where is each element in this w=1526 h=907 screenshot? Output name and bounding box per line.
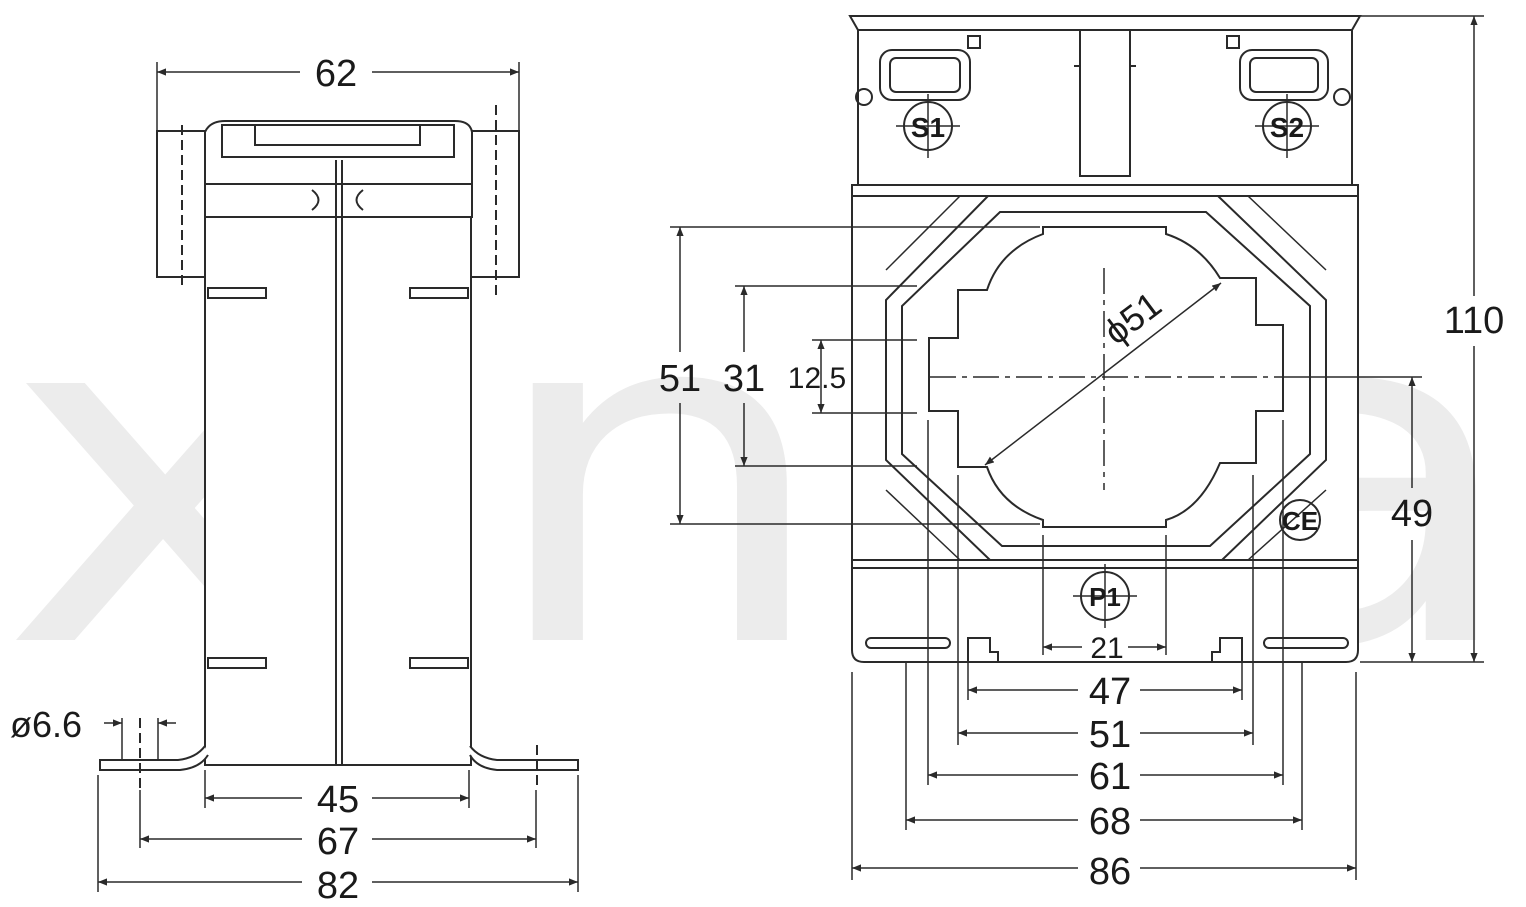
bottom-notch-right — [1211, 637, 1243, 662]
s1-terminal-window — [879, 49, 971, 101]
terminal-label-s1: S1 — [911, 112, 945, 143]
top-cap-recess — [254, 124, 421, 146]
front-view — [670, 15, 1484, 880]
s2-terminal-window — [1239, 49, 1329, 101]
dim-line-dia51 — [984, 282, 1222, 466]
side-view — [97, 62, 579, 892]
upper-band-notch-right — [355, 189, 364, 211]
dim-label-height-to-center: 49 — [1391, 493, 1433, 535]
upper-band — [204, 183, 473, 218]
center-latch — [1079, 29, 1131, 177]
dim-label-top-width: 62 — [315, 53, 357, 95]
dim-label-window-outer: 51 — [659, 358, 701, 400]
side-slot — [409, 657, 469, 669]
terminal-label-s2: S2 — [1270, 112, 1304, 143]
left-foot — [99, 745, 209, 771]
dim-label-overall-height: 110 — [1444, 300, 1505, 342]
ce-mark-circle — [1279, 499, 1321, 541]
dim-label-hole-dia: ø6.6 — [10, 704, 82, 745]
mount-slot-left — [865, 637, 951, 649]
mount-slot-right — [1263, 637, 1349, 649]
s2-small-square — [1226, 35, 1240, 49]
side-slot — [207, 287, 267, 299]
top-cap — [204, 120, 473, 185]
s1-screw — [855, 88, 873, 106]
terminal-label-p1: P1 — [1089, 582, 1121, 612]
s1-small-square — [967, 35, 981, 49]
side-slot — [409, 287, 469, 299]
dim-label-hole-spacing: 67 — [317, 821, 359, 863]
s2-screw — [1333, 88, 1351, 106]
ce-mark: CE — [1282, 506, 1318, 536]
dim-label-overall-width: 82 — [317, 865, 359, 907]
window-frame-inner — [901, 211, 1311, 547]
dim-label-overall-width-front: 86 — [1089, 851, 1131, 893]
dim-label-window-mid: 31 — [723, 358, 765, 400]
side-body — [204, 216, 472, 766]
dim-label-slot-51: 51 — [1089, 714, 1131, 756]
dim-label-slot-47: 47 — [1089, 671, 1131, 713]
dim-label-body-width: 45 — [317, 779, 359, 821]
right-clamp-block — [469, 130, 520, 278]
side-slot — [207, 657, 267, 669]
right-foot — [469, 745, 579, 771]
dim-label-window-inner: 12.5 — [788, 362, 846, 395]
dim-label-slot-61: 61 — [1089, 756, 1131, 798]
dim-label-slot-68: 68 — [1089, 801, 1131, 843]
dim-label-terminal-gap: 21 — [1090, 632, 1123, 665]
bottom-notch-left — [967, 637, 999, 662]
upper-band-notch-left — [311, 189, 320, 211]
